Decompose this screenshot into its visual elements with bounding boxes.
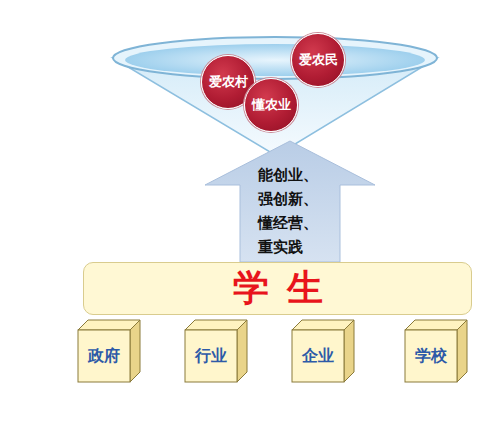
node-label: 爱农村 <box>209 73 248 91</box>
value-circle: 懂农业 <box>244 78 298 132</box>
node-label: 学校 <box>415 346 447 367</box>
node-label: 政府 <box>88 346 120 367</box>
up-arrow-box: 能创业、 强创新、 懂经营、 重实践 <box>205 141 375 262</box>
stakeholder-cube: 企业 <box>292 320 354 382</box>
node-label: 企业 <box>302 346 334 367</box>
node-label: 能创业、 强创新、 懂经营、 重实践 <box>258 163 323 259</box>
node-label: 行业 <box>195 346 227 367</box>
stakeholder-cube: 学校 <box>405 320 467 382</box>
stakeholder-cube: 行业 <box>185 320 247 382</box>
node-label: 爱农民 <box>299 51 338 69</box>
value-circle: 爱农民 <box>291 33 345 87</box>
node-label: 学生 <box>233 264 341 313</box>
funnel-liquid <box>125 44 425 76</box>
stakeholder-cube: 政府 <box>78 320 140 382</box>
funnel-rim <box>113 37 437 79</box>
student-band: 学生 <box>83 262 472 315</box>
node-label: 懂农业 <box>252 96 291 114</box>
